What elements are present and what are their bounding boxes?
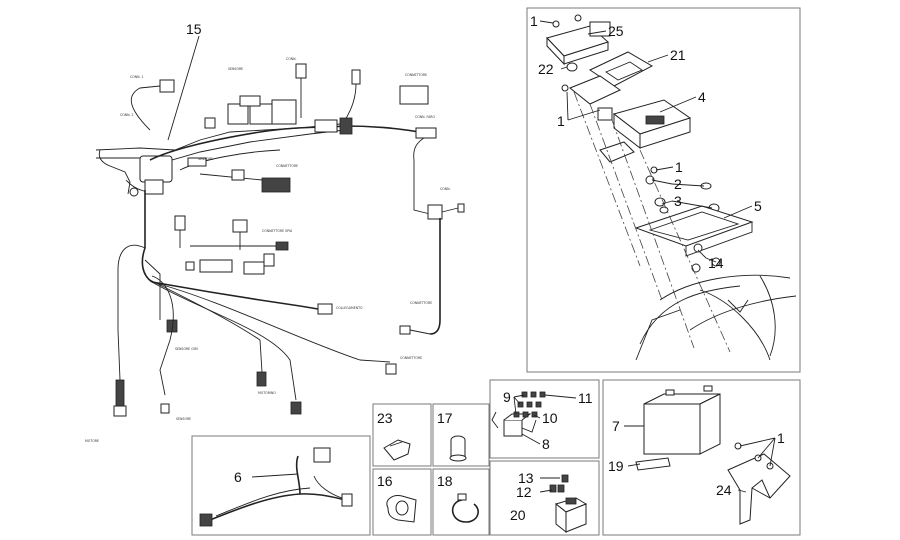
svg-text:CONN.: CONN.	[286, 57, 297, 61]
svg-text:CONNETTORE: CONNETTORE	[405, 73, 427, 77]
callout-7: 7	[612, 418, 620, 434]
callout-19: 19	[608, 458, 624, 474]
callout-9: 9	[503, 389, 511, 405]
leader-lines	[167, 20, 776, 493]
callout-13: 13	[518, 470, 534, 486]
callout-1: 1	[777, 430, 785, 446]
svg-text:MOTORINO: MOTORINO	[258, 391, 276, 395]
callout-1: 1	[530, 13, 538, 29]
callout-6: 6	[234, 469, 242, 485]
svg-text:CONN. 2: CONN. 2	[120, 113, 134, 117]
callout-22: 22	[538, 61, 554, 77]
callout-15: 15	[186, 21, 202, 37]
callout-20: 20	[510, 507, 526, 523]
ecu-panel	[526, 7, 801, 373]
svg-text:SENSORE: SENSORE	[176, 417, 191, 421]
callout-11: 11	[578, 390, 593, 406]
callout-1: 1	[557, 113, 565, 129]
panel-16	[372, 468, 432, 536]
svg-text:CONN.: CONN.	[440, 187, 451, 191]
svg-text:CONNETTORE SPIA: CONNETTORE SPIA	[262, 229, 293, 233]
panel-17	[432, 403, 490, 467]
battery-parts	[635, 385, 791, 525]
svg-text:CONN. FARO: CONN. FARO	[415, 115, 435, 119]
callout-24: 24	[716, 482, 732, 498]
relay-panel	[489, 379, 600, 459]
callout-5: 5	[754, 198, 762, 214]
fuse-panel	[489, 460, 600, 536]
svg-text:CONNETTORE: CONNETTORE	[276, 164, 298, 168]
svg-text:COLLEGAMENTO: COLLEGAMENTO	[336, 306, 363, 310]
svg-text:CONNETTORE: CONNETTORE	[410, 301, 432, 305]
main-wiring-harness: SENSORE CONNETTORE CONNETTORE SPIA COLLE…	[85, 57, 465, 443]
svg-text:CONNETTORE: CONNETTORE	[400, 356, 422, 360]
svg-text:MOTORE: MOTORE	[85, 439, 99, 443]
harness-6-panel	[191, 435, 371, 536]
callout-14: 14	[708, 255, 724, 271]
svg-text:SENSORE: SENSORE	[228, 67, 243, 71]
callout-12: 12	[516, 484, 532, 500]
callout-8: 8	[542, 436, 550, 452]
callout-25: 25	[608, 23, 624, 39]
callout-16: 16	[377, 473, 393, 489]
svg-text:SENSORE: SENSORE	[198, 157, 213, 161]
small-parts	[199, 435, 588, 534]
callout-18: 18	[437, 473, 453, 489]
callout-numbers: 15 1 25 21 22 1 4 1 2 3 5 14 9 11 10 8 7…	[186, 13, 785, 523]
callout-4: 4	[698, 89, 706, 105]
callout-10: 10	[542, 410, 558, 426]
callout-17: 17	[437, 410, 453, 426]
relay-parts	[491, 391, 546, 437]
panel-18	[432, 468, 490, 536]
ecu-assembly	[546, 14, 797, 361]
callout-2: 2	[674, 176, 682, 192]
panel-23	[372, 403, 432, 467]
callout-3: 3	[674, 193, 682, 209]
callout-21: 21	[670, 47, 686, 63]
callout-23: 23	[377, 410, 393, 426]
svg-text:SENSORE GIRI: SENSORE GIRI	[175, 347, 198, 351]
battery-panel	[602, 379, 801, 536]
svg-text:CONN. 1: CONN. 1	[130, 75, 144, 79]
callout-1: 1	[675, 159, 683, 175]
